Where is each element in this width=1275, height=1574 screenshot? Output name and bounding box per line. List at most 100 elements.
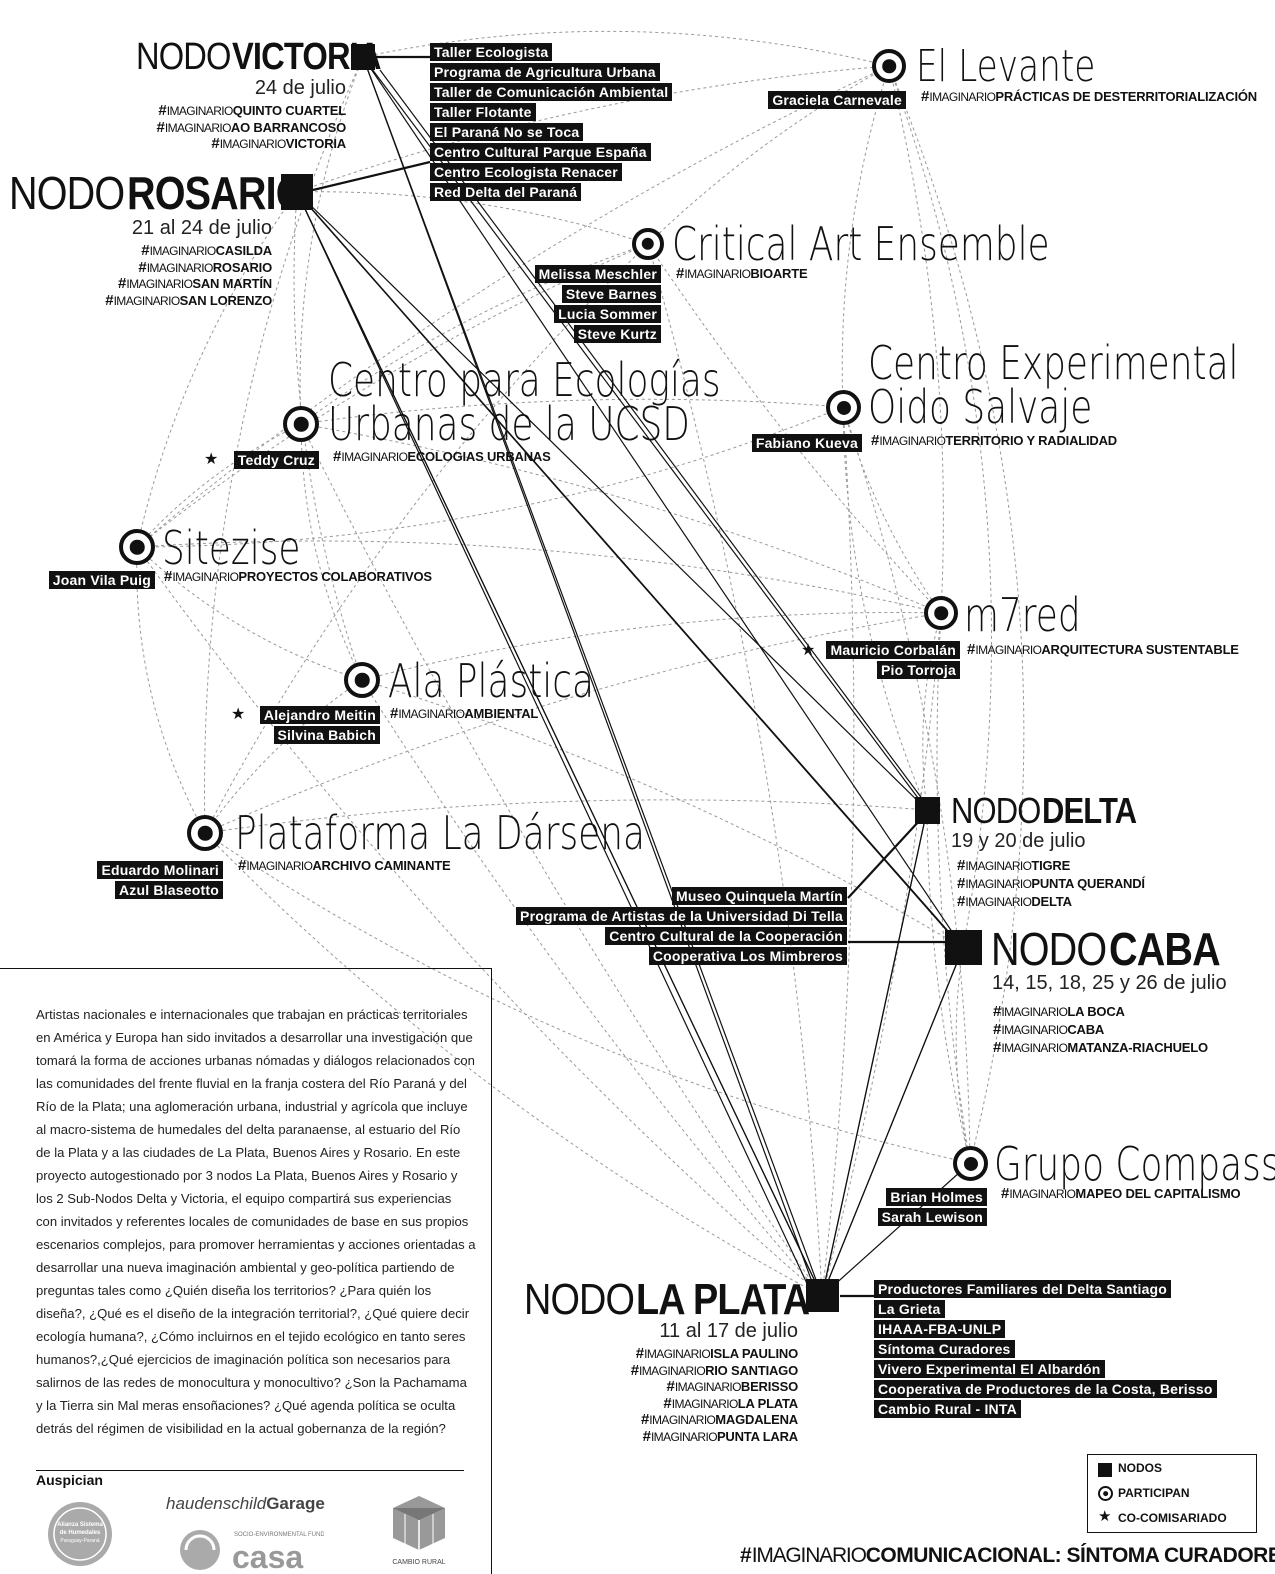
link-line <box>647 243 823 1297</box>
participant-label: Brian Holmes <box>886 1188 987 1206</box>
link-line <box>922 612 942 811</box>
nodo-laplata-participants: Productores Familiares del Delta Santiag… <box>874 1280 1217 1420</box>
tag-prefix: IMAGINARIO <box>965 877 1032 891</box>
tag-text: QUINTO CUARTEL <box>232 103 346 118</box>
participant-label: Silvina Babich <box>273 726 380 744</box>
tag-prefix: IMAGINARIO <box>219 137 287 151</box>
tag-text: MATANZA-RIACHUELO <box>1067 1040 1208 1055</box>
link-line <box>296 191 811 1291</box>
star-icon: ★ <box>204 451 219 468</box>
tag-prefix: IMAGINARIO <box>965 895 1032 909</box>
imaginario-tag: #IMAGINARIOROSARIO <box>60 258 272 277</box>
link-line <box>300 398 844 425</box>
nodo-laplata-date: 11 al 17 de julio <box>659 1320 798 1342</box>
cambio-rural-logo: CAMBIO RURAL <box>392 1496 446 1566</box>
square-icon <box>1098 1463 1112 1477</box>
hash-icon: # <box>156 118 165 136</box>
participant-label: Síntoma Curadores <box>874 1340 1015 1358</box>
nodo-prefix: NODO <box>951 790 1041 831</box>
imaginario-tag: #IMAGINARIOBERISSO <box>560 1378 799 1396</box>
tag-text: LA PLATA <box>737 1395 798 1411</box>
imaginario-tag: #IMAGINARIOSAN MARTÍN <box>60 275 272 293</box>
link-line <box>821 406 855 1297</box>
star-icon: ★ <box>1098 1508 1112 1525</box>
participant-ucsd-name: Centro para Ecologías Urbanas de la UCSD <box>328 353 721 451</box>
tag-text: MAPEO DEL CAPITALISMO <box>1075 1186 1241 1201</box>
imaginario-tag: #IMAGINARIOBIOARTE <box>676 265 808 283</box>
tag-prefix: IMAGINARIO <box>1009 1187 1076 1201</box>
nodo-victoria-tags: #IMAGINARIOQUINTO CUARTEL#IMAGINARIOAO B… <box>100 102 347 153</box>
tag-text: LA BOCA <box>1067 1004 1125 1019</box>
legend <box>1087 1454 1257 1533</box>
link-line <box>955 947 971 1164</box>
hash-icon: # <box>138 258 147 276</box>
legend-participan: PARTICIPAN <box>1118 1486 1190 1500</box>
participant-levante-people: Graciela Carnevale <box>768 91 906 111</box>
nodo-prefix: NODO <box>991 923 1107 975</box>
participant-label: Programa de Artistas de la Universidad D… <box>516 907 847 925</box>
imaginario-tag: #IMAGINARIOPRÁCTICAS DE DESTERRITORIALIZ… <box>921 88 1257 106</box>
imaginario-tag: #IMAGINARIOTIGRE <box>957 857 1145 875</box>
participant-label: IHAAA-FBA-UNLP <box>874 1320 1006 1338</box>
participant-cae-tag: #IMAGINARIOBIOARTE <box>676 265 808 283</box>
participant-label: Steve Kurtz <box>573 325 661 343</box>
participant-m7red-marker <box>924 596 958 630</box>
tag-text: ROSARIO <box>212 259 272 275</box>
participant-oido-tag: #IMAGINARIOTERRITORIO Y RADIALIDAD <box>871 432 1117 450</box>
hash-icon: # <box>118 275 127 292</box>
participant-sitezise-tag: #IMAGINARIOPROYECTOS COLABORATIVOS <box>164 568 432 586</box>
link-line <box>842 406 942 614</box>
hash-icon: # <box>211 135 220 152</box>
svg-text:casa: casa <box>232 1539 303 1572</box>
participant-ucsd-people: Teddy Cruz <box>233 451 319 471</box>
link-line <box>299 56 364 425</box>
nodo-name: ROSARIO <box>127 167 306 219</box>
link-line <box>888 65 944 614</box>
tag-prefix: IMAGINARIO <box>650 1429 718 1444</box>
svg-text:de Humedales: de Humedales <box>60 1530 101 1536</box>
imaginario-tag: #IMAGINARIOVICTORIA <box>100 135 346 153</box>
participant-cae-name: Critical Art Ensemble <box>672 217 1050 271</box>
nodo-delta-title: NODODELTA <box>951 793 1152 829</box>
participant-label: Museo Quinquela Martín <box>672 887 847 905</box>
svg-text:Paraguay-Paraná: Paraguay-Paraná <box>60 1538 99 1544</box>
hash-icon: # <box>663 1394 672 1412</box>
tag-prefix: IMAGINARIO <box>879 434 946 448</box>
participant-oido-name: Centro Experimental Oido Salvaje <box>868 336 1239 434</box>
participant-label: Pio Torroja <box>876 661 960 679</box>
tag-prefix: IMAGINARIO <box>246 859 313 873</box>
nodo-prefix: NODO <box>524 1275 635 1324</box>
link-line <box>362 56 816 1291</box>
imaginario-tag: #IMAGINARIOPUNTA LARA <box>560 1428 799 1446</box>
tag-prefix: IMAGINARIO <box>639 1363 706 1378</box>
imaginario-tag: #IMAGINARIOARCHIVO CAMINANTE <box>238 857 451 875</box>
tag-text: TIGRE <box>1031 858 1071 873</box>
star-icon: ★ <box>231 706 246 723</box>
legend-nodos: NODOS <box>1118 1461 1163 1475</box>
participant-label: Taller Ecologista <box>430 43 553 61</box>
description-text: Artistas nacionales e internacionales qu… <box>36 1007 476 1436</box>
participant-label: Melissa Meschler <box>534 265 661 283</box>
hash-icon: # <box>635 1345 645 1362</box>
svg-text:CAMBIO RURAL: CAMBIO RURAL <box>392 1559 445 1566</box>
link-line <box>821 612 942 1297</box>
tag-prefix: IMAGINARIO <box>113 293 181 308</box>
tag-text: AO BARRANCOSO <box>230 119 346 135</box>
tag-prefix: IMAGINARIO <box>398 707 465 721</box>
link-line <box>312 160 431 192</box>
link-line <box>847 819 921 899</box>
participant-darsena-marker <box>187 815 223 851</box>
participant-ala-tag: #IMAGINARIOAMBIENTAL <box>390 705 538 723</box>
imaginario-tag: #IMAGINARIOCASILDA <box>60 242 272 260</box>
participant-label: Vivero Experimental El Albardón <box>874 1360 1105 1378</box>
tag-text: PUNTA LARA <box>716 1428 798 1444</box>
participant-label: Graciela Carnevale <box>768 91 906 109</box>
haudenschild-garage-logo: haudenschildGarage <box>166 1494 325 1513</box>
link-line <box>136 243 649 548</box>
participant-label: Taller Flotante <box>430 103 536 121</box>
tag-prefix: IMAGINARIO <box>341 450 408 464</box>
hash-icon: # <box>676 265 685 282</box>
participant-levante-tag: #IMAGINARIOPRÁCTICAS DE DESTERRITORIALIZ… <box>921 88 1257 106</box>
participant-label: Sarah Lewison <box>877 1208 987 1226</box>
